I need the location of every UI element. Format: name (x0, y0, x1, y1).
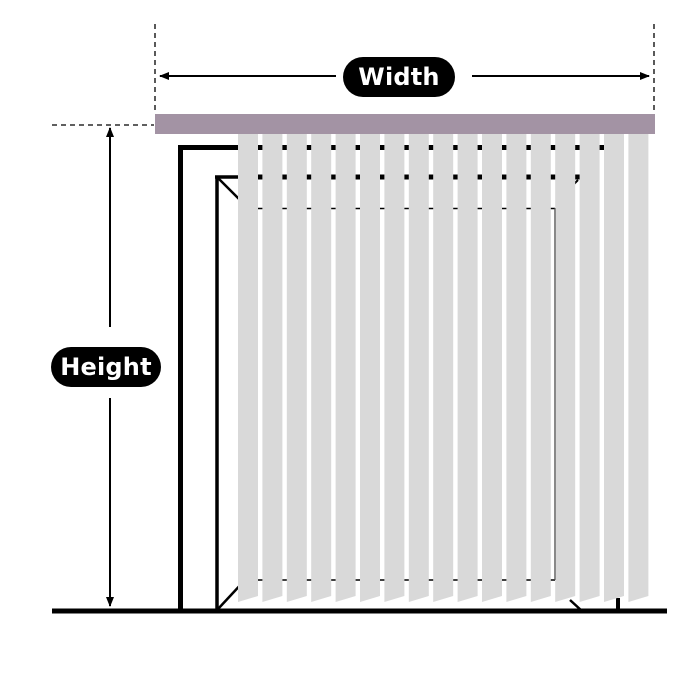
slat (286, 134, 307, 602)
slat (262, 134, 283, 602)
slat (506, 134, 527, 602)
vertical-slats (238, 134, 649, 602)
height-label: Height (51, 347, 161, 387)
slat (628, 134, 649, 602)
slat (482, 134, 502, 602)
width-label: Width (343, 57, 455, 97)
frame-gap-marks (258, 145, 610, 581)
slat (408, 134, 429, 602)
slat (335, 134, 356, 602)
slat (555, 134, 576, 602)
headrail (155, 114, 655, 134)
slat (238, 134, 258, 602)
slat (457, 134, 478, 602)
slat (384, 134, 405, 602)
outer-window-frame (178, 145, 245, 612)
slat (604, 134, 624, 602)
slat (311, 134, 332, 602)
slat (579, 134, 600, 602)
slat (433, 134, 454, 602)
width-extension-lines (154, 24, 655, 114)
slat (530, 134, 551, 602)
slat (360, 134, 380, 602)
